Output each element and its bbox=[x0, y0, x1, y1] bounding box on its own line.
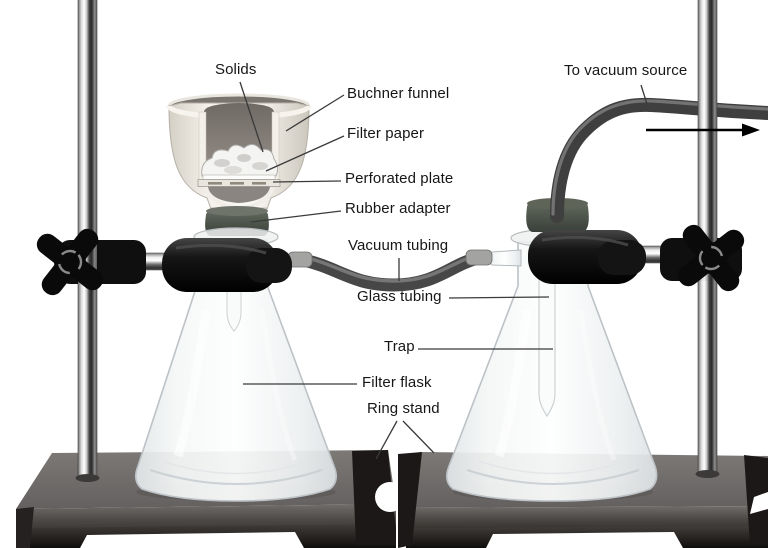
label-trap: Trap bbox=[384, 338, 415, 355]
label-vacuum-tubing: Vacuum tubing bbox=[348, 237, 449, 254]
leader-ring-stand-left bbox=[375, 420, 398, 460]
perforated-plate-part bbox=[197, 179, 281, 187]
label-filter-flask: Filter flask bbox=[362, 374, 432, 391]
label-ring-stand: Ring stand bbox=[367, 400, 440, 417]
label-buchner-funnel: Buchner funnel bbox=[347, 85, 450, 102]
to-vacuum-tube bbox=[550, 97, 768, 223]
leader-perforated-plate bbox=[272, 180, 342, 183]
label-glass-tubing: Glass tubing bbox=[357, 288, 442, 305]
buchner-funnel bbox=[166, 93, 312, 217]
vacuum-tubing-tube bbox=[287, 249, 493, 292]
clamp-right bbox=[528, 224, 745, 292]
clamp-left bbox=[36, 228, 292, 296]
filter-flask bbox=[134, 239, 338, 502]
clamp-knob-right bbox=[677, 224, 745, 292]
leader-glass-tubing bbox=[448, 296, 550, 299]
flow-arrow bbox=[646, 123, 760, 137]
leader-to-vacuum bbox=[640, 84, 648, 105]
filter-paper-strip bbox=[202, 174, 276, 180]
clamp-knob-left bbox=[36, 228, 104, 296]
flask-side-arm-right bbox=[488, 249, 522, 267]
label-rubber-adapter: Rubber adapter bbox=[345, 200, 451, 217]
leader-solids bbox=[239, 81, 264, 153]
leader-filter-paper bbox=[265, 135, 345, 172]
leader-rubber-adapter bbox=[250, 210, 342, 223]
trap-flask bbox=[445, 231, 658, 502]
leader-buchner-funnel bbox=[285, 94, 345, 132]
leader-lines bbox=[239, 81, 648, 460]
label-to-vacuum-source: To vacuum source bbox=[564, 62, 688, 79]
label-solids: Solids bbox=[215, 61, 257, 78]
label-perforated-plate: Perforated plate bbox=[345, 170, 454, 187]
leader-ring-stand-right bbox=[402, 420, 435, 454]
label-filter-paper: Filter paper bbox=[347, 125, 425, 142]
solids-pile bbox=[201, 144, 279, 177]
